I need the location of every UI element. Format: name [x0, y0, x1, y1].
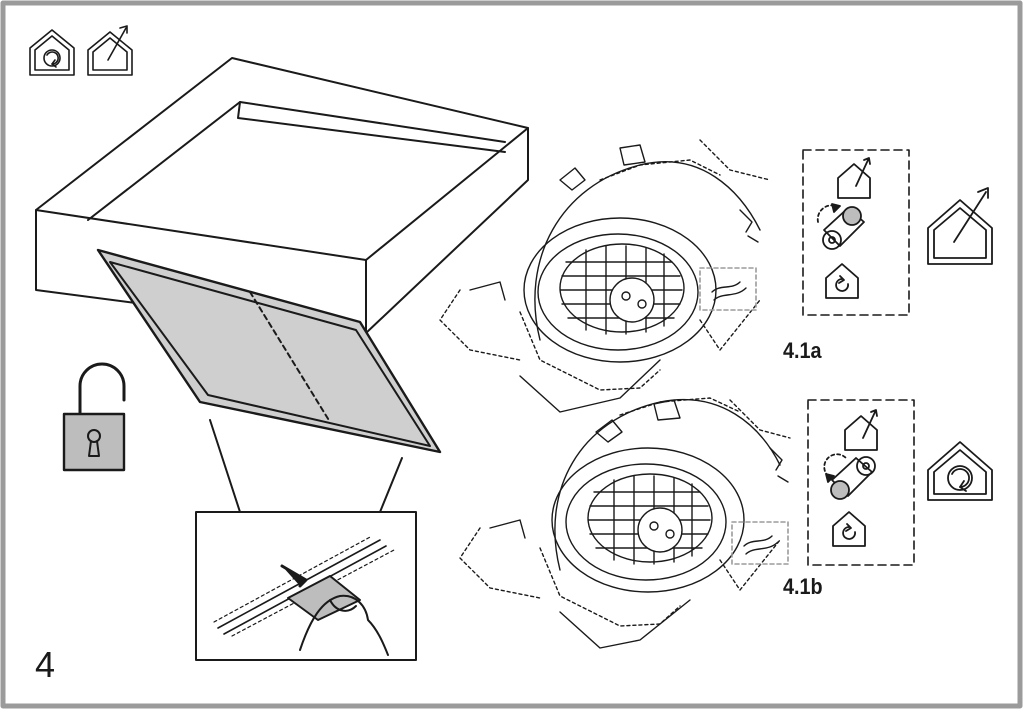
step-number: 4 [35, 644, 56, 685]
rotate-knob-icon [816, 203, 865, 250]
variant-label-4-1b: 4.1b [783, 574, 823, 599]
blower-unit-4-1a [439, 139, 771, 413]
rotate-house-icon [832, 511, 866, 547]
rotate-knob-icon [823, 453, 876, 500]
exhaust-house-icon [837, 157, 871, 199]
blower-unit-4-1b [459, 397, 791, 649]
ducted-exhaust-house-icon [927, 187, 993, 265]
grease-filter [96, 248, 442, 454]
instruction-panel-4-1a [802, 149, 910, 316]
exhaust-house-icon [844, 409, 878, 451]
recirculation-house-icon [927, 441, 993, 501]
range-hood [35, 57, 529, 334]
variant-label-4-1a: 4.1a [783, 338, 822, 363]
callout-line-left [209, 419, 241, 513]
ducted-exhaust-house-icon [87, 25, 133, 76]
callout-line-right [379, 457, 403, 513]
instruction-panel-4-1b [807, 399, 915, 566]
rotate-house-icon [825, 263, 859, 299]
open-padlock-icon [62, 362, 126, 472]
latch-detail-box [195, 511, 417, 661]
recirculation-house-icon [29, 29, 75, 76]
